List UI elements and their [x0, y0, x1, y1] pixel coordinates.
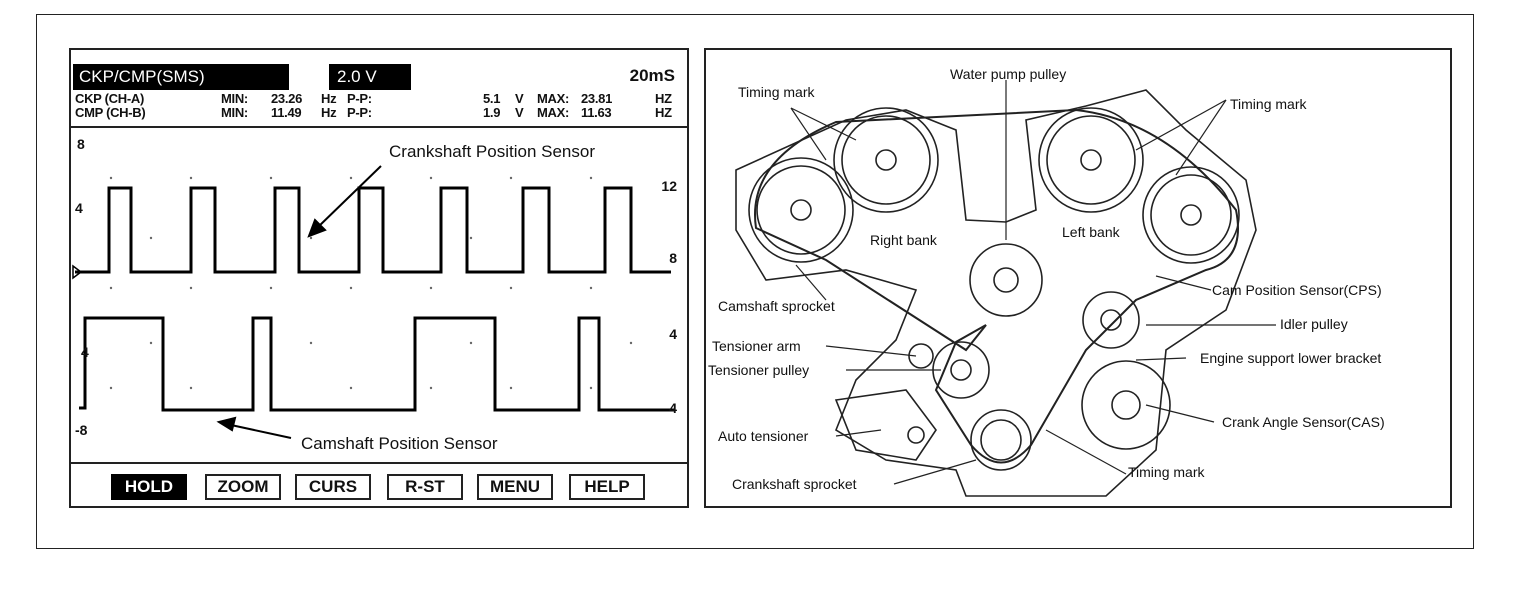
max-label: MAX:: [537, 91, 570, 106]
camshaft-annotation: Camshaft Position Sensor: [301, 434, 498, 453]
min-unit: Hz: [321, 91, 337, 106]
channel-name: CMP (CH-B): [75, 105, 146, 120]
timing-mark-label: Timing mark: [1230, 96, 1307, 112]
tick-left: 4: [75, 200, 83, 216]
voltage-scale: 2.0 V: [329, 64, 411, 90]
pp-label: P-P:: [347, 91, 372, 106]
max-label: MAX:: [537, 105, 570, 120]
zoom-button[interactable]: ZOOM: [205, 474, 281, 500]
grid-dots: [109, 176, 633, 390]
min-value: 11.49: [271, 105, 302, 120]
header-divider: [71, 126, 687, 128]
water-pump-label: Water pump pulley: [950, 66, 1067, 82]
timebase: 20mS: [629, 66, 675, 85]
waveform-plot: [72, 165, 675, 439]
min-value: 23.26: [271, 91, 303, 106]
engine-drawing: [735, 80, 1276, 497]
help-button[interactable]: HELP: [569, 474, 645, 500]
tick-left: 4: [81, 344, 89, 360]
min-label: MIN:: [221, 105, 248, 120]
menu-button[interactable]: MENU: [477, 474, 553, 500]
crankshaft-sprocket-label: Crankshaft sprocket: [732, 476, 857, 492]
camshaft-sprocket: [748, 157, 854, 263]
camshaft-sprocket-inner: [756, 165, 846, 255]
pp-unit: V: [515, 91, 524, 106]
trigger-marker: [72, 264, 83, 280]
timing-belt-diagram: Timing mark Water pump pulley Timing mar…: [704, 48, 1452, 508]
timing-belt: [754, 108, 1239, 464]
right-bank-label: Right bank: [870, 232, 937, 248]
tick-right: 12: [661, 178, 677, 194]
pp-unit: V: [515, 105, 524, 120]
oscilloscope-panel: CKP/CMP(SMS) 2.0 V 20mS CKP (CH-A) MIN: …: [69, 48, 689, 508]
cmp-waveform: [79, 316, 675, 412]
idler-pulley-label: Idler pulley: [1280, 316, 1348, 332]
tick-right: 4: [669, 400, 677, 416]
crankshaft-annotation: Crankshaft Position Sensor: [389, 142, 595, 161]
tensioner-arm-pivot: [908, 343, 934, 369]
engine-support-label: Engine support lower bracket: [1200, 350, 1382, 366]
tensioner-arm-label: Tensioner arm: [712, 338, 801, 354]
curs-button[interactable]: CURS: [295, 474, 371, 500]
tick-right: 4: [669, 326, 677, 342]
annotation-arrows: [216, 165, 382, 439]
max-value: 11.63: [581, 105, 612, 120]
idler-pulley: [1082, 291, 1140, 349]
pp-value: 1.9: [483, 105, 501, 120]
auto-tensioner-label: Auto tensioner: [718, 428, 809, 444]
timing-mark-label: Timing mark: [738, 84, 815, 100]
channel-name: CKP (CH-A): [75, 91, 144, 106]
tensioner-pulley: [932, 341, 990, 399]
figure-frame: [36, 14, 1474, 549]
tensioner-pulley-label: Tensioner pulley: [708, 362, 810, 378]
camshaft-sprocket-label: Camshaft sprocket: [718, 298, 835, 314]
hold-button[interactable]: HOLD: [111, 474, 187, 500]
tick-left: 8: [77, 136, 85, 152]
cps-label: Cam Position Sensor(CPS): [1212, 282, 1382, 298]
camshaft-sprocket: [833, 107, 939, 213]
min-unit: Hz: [321, 105, 337, 120]
tick-right: 8: [669, 250, 677, 266]
cas-label: Crank Angle Sensor(CAS): [1222, 414, 1385, 430]
max-value: 23.81: [581, 91, 613, 106]
camshaft-sprocket: [1038, 107, 1144, 213]
tick-left: -8: [75, 422, 88, 438]
max-unit: HZ: [655, 105, 672, 120]
engine-outline: [735, 89, 1257, 497]
water-pump-pulley: [969, 243, 1043, 317]
crankshaft-sprocket: [970, 409, 1032, 471]
footer-divider: [71, 462, 687, 464]
pp-label: P-P:: [347, 105, 372, 120]
timing-mark-label: Timing mark: [1128, 464, 1205, 480]
left-bank-label: Left bank: [1062, 224, 1120, 240]
auto-tensioner: [834, 389, 937, 461]
pp-value: 5.1: [483, 91, 501, 106]
min-label: MIN:: [221, 91, 248, 106]
ckp-waveform: [75, 186, 671, 274]
crank-pulley: [1081, 360, 1171, 450]
rst-button[interactable]: R-ST: [387, 474, 463, 500]
max-unit: HZ: [655, 91, 672, 106]
scope-title: CKP/CMP(SMS): [73, 64, 289, 90]
camshaft-sprocket: [1142, 166, 1240, 264]
